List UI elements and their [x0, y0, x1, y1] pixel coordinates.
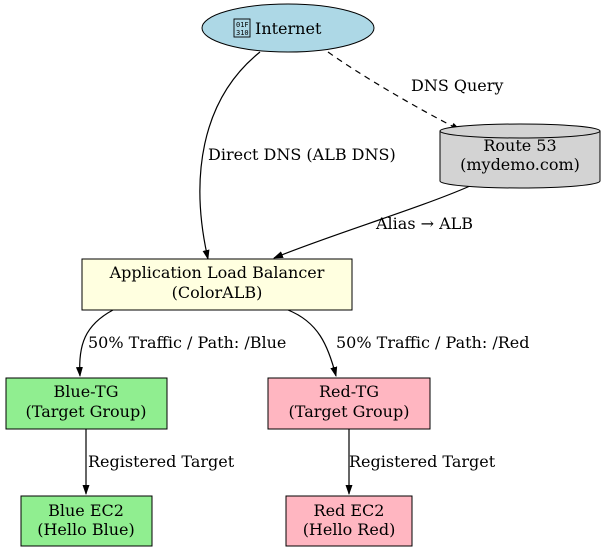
node-alb-subtitle: (ColorALB) [172, 283, 263, 302]
node-blue-ec2-subtitle: (Hello Blue) [37, 520, 135, 539]
node-blue-ec2: Blue EC2 (Hello Blue) [20, 495, 153, 547]
node-route53-subtitle: (mydemo.com) [460, 155, 580, 174]
node-red-tg-title: Red-TG [319, 382, 379, 401]
svg-text:310: 310 [236, 29, 249, 37]
node-red-tg: Red-TG (Target Group) [267, 377, 431, 430]
node-blue-tg: Blue-TG (Target Group) [5, 377, 168, 430]
edge-label-blue-registered: Registered Target [88, 452, 235, 471]
node-alb: Application Load Balancer (ColorALB) [81, 258, 353, 311]
edge-label-dns-query: DNS Query [411, 76, 503, 95]
node-blue-ec2-title: Blue EC2 [48, 501, 124, 520]
node-blue-tg-title: Blue-TG [54, 382, 119, 401]
svg-text:01F: 01F [236, 21, 249, 29]
edge-blue-traffic [75, 309, 114, 377]
edge-red-traffic [287, 309, 338, 377]
node-route53: Route 53 (mydemo.com) [439, 123, 601, 189]
node-red-ec2: Red EC2 (Hello Red) [285, 495, 413, 547]
edge-dns-query [327, 51, 461, 131]
globe-icon: 01F 310 [233, 18, 251, 38]
node-red-ec2-title: Red EC2 [314, 501, 385, 520]
node-red-ec2-subtitle: (Hello Red) [303, 520, 396, 539]
edge-label-alias: Alias → ALB [375, 214, 473, 233]
node-alb-title: Application Load Balancer [109, 263, 325, 282]
edge-label-red-traffic: 50% Traffic / Path: /Red [336, 333, 529, 352]
node-red-tg-subtitle: (Target Group) [289, 402, 410, 421]
node-blue-tg-subtitle: (Target Group) [26, 402, 147, 421]
edge-label-red-registered: Registered Target [349, 452, 496, 471]
node-internet-label: Internet [255, 19, 322, 38]
edge-label-blue-traffic: 50% Traffic / Path: /Blue [88, 333, 286, 352]
node-internet: 01F 310 Internet [201, 3, 375, 53]
node-route53-title: Route 53 [483, 136, 556, 155]
edge-label-direct-dns: Direct DNS (ALB DNS) [208, 145, 396, 164]
edge-direct-dns [199, 51, 261, 260]
edge-alias [273, 185, 471, 259]
